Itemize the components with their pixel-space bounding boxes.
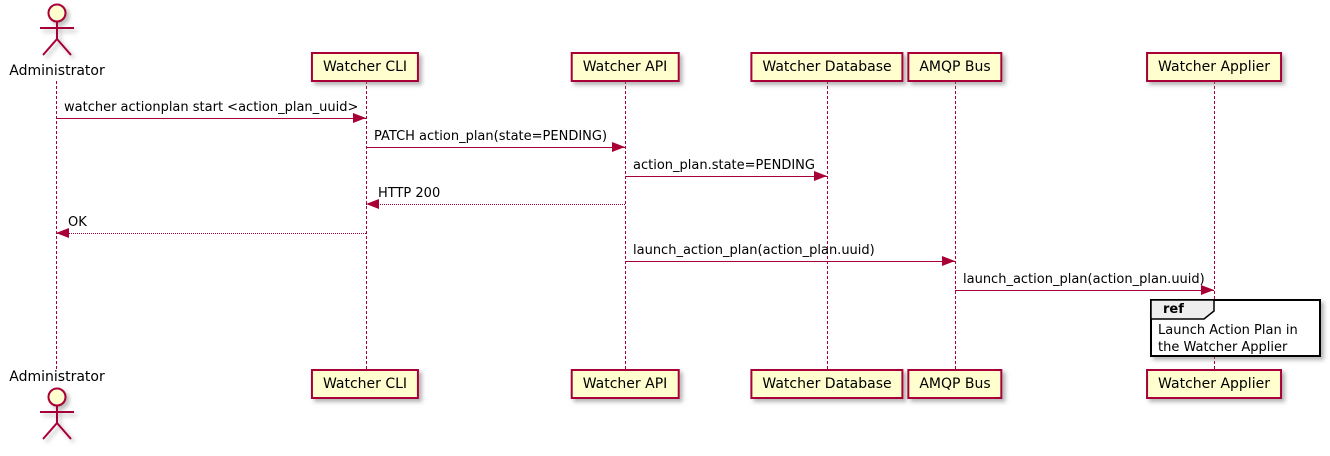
message-line <box>366 204 625 205</box>
arrowhead-right-icon <box>942 256 955 266</box>
actor-label-bottom: Administrator <box>9 369 105 385</box>
lifeline-amqp-bus <box>955 81 956 369</box>
message-label: launch_action_plan(action_plan.uuid) <box>963 272 1205 287</box>
message-label: watcher actionplan start <action_plan_uu… <box>64 100 359 115</box>
message-line <box>56 233 366 234</box>
message-label: OK <box>68 215 87 230</box>
actor-icon <box>40 387 74 440</box>
participant-box-watcher-applier-top: Watcher Applier <box>1146 52 1282 82</box>
ref-tab-shape <box>1151 300 1215 320</box>
lifeline-administrator <box>56 81 57 369</box>
message-line <box>625 176 827 177</box>
message-line <box>366 147 625 148</box>
arrowhead-right-icon <box>814 171 827 181</box>
message-line <box>955 290 1214 291</box>
arrowhead-right-icon <box>612 142 625 152</box>
ref-fragment: ref Launch Action Plan in the Watcher Ap… <box>1150 299 1321 357</box>
arrowhead-left-icon <box>56 228 69 238</box>
arrowhead-right-icon <box>353 113 366 123</box>
message-label: PATCH action_plan(state=PENDING) <box>374 129 608 144</box>
lifeline-watcher-cli <box>366 81 367 369</box>
ref-keyword: ref <box>1163 302 1184 317</box>
lifeline-watcher-database <box>827 81 828 369</box>
participant-box-amqp-bus-bottom: AMQP Bus <box>907 369 1003 399</box>
actor-icon <box>40 3 74 56</box>
participant-box-watcher-cli-top: Watcher CLI <box>310 52 420 82</box>
actor-label-top: Administrator <box>9 63 105 79</box>
arrowhead-left-icon <box>366 199 379 209</box>
message-line <box>56 118 366 119</box>
message-label: action_plan.state=PENDING <box>633 158 815 173</box>
participant-box-watcher-api-top: Watcher API <box>570 52 680 82</box>
participant-box-watcher-database-top: Watcher Database <box>750 52 904 82</box>
participant-box-watcher-cli-bottom: Watcher CLI <box>310 369 420 399</box>
participant-box-watcher-applier-bottom: Watcher Applier <box>1146 369 1282 399</box>
participant-box-watcher-database-bottom: Watcher Database <box>750 369 904 399</box>
lifeline-watcher-applier <box>1214 81 1215 369</box>
participant-box-amqp-bus-top: AMQP Bus <box>907 52 1003 82</box>
lifeline-watcher-api <box>625 81 626 369</box>
message-line <box>625 261 955 262</box>
arrowhead-right-icon <box>1201 285 1214 295</box>
message-label: HTTP 200 <box>378 186 441 201</box>
ref-text: Launch Action Plan in the Watcher Applie… <box>1158 323 1298 355</box>
participant-box-watcher-api-bottom: Watcher API <box>570 369 680 399</box>
message-label: launch_action_plan(action_plan.uuid) <box>633 243 875 258</box>
